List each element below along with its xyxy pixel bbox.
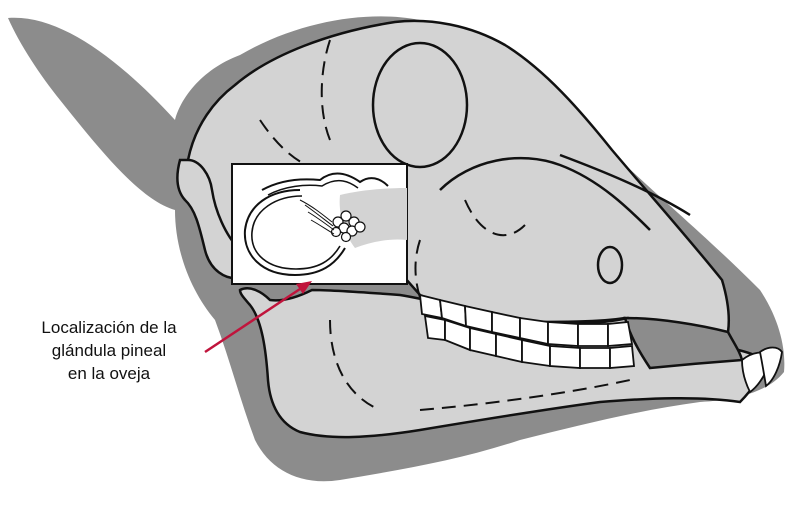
caption-line-3: en la oveja [14,362,204,385]
pineal-inset [232,164,407,284]
pineal-location-caption: Localización de la glándula pineal en la… [14,316,204,385]
caption-line-2: glándula pineal [14,339,204,362]
nasal-opening [598,247,622,283]
caption-line-1: Localización de la [14,316,204,339]
eye-orbit [373,43,467,167]
